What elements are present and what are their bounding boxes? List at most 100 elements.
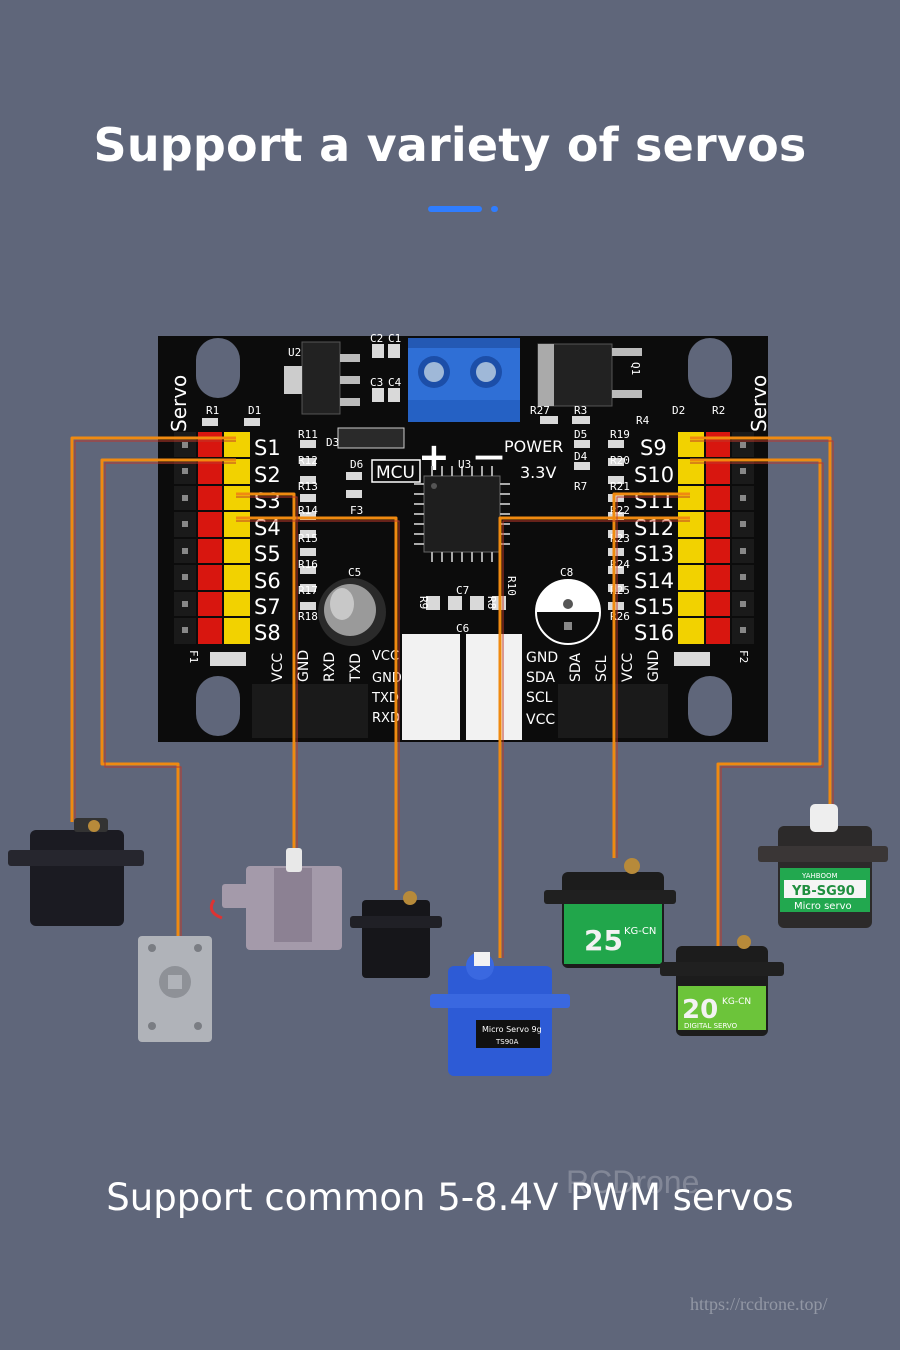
ref-r17: R17 [298, 584, 318, 597]
mount-hole-bottom-left [196, 676, 240, 736]
ref-r13: R13 [298, 480, 318, 493]
ref-q1: Q1 [629, 362, 642, 375]
blue-servo-model: Micro Servo 9g [482, 1025, 542, 1034]
ref-c7: C7 [456, 584, 469, 597]
ref-f3: F3 [350, 504, 363, 517]
side-label-left: Servo [167, 375, 191, 432]
transistor-q1 [537, 343, 642, 407]
terminal-minus-sign: — [474, 439, 504, 474]
ref-r12: R12 [298, 454, 318, 467]
i2c-h-vcc: VCC [620, 653, 636, 682]
servo-black-micro [350, 891, 442, 978]
left-servo-header [174, 432, 250, 644]
ref-d1: D1 [248, 404, 261, 417]
mcu-label: MCU [376, 463, 415, 483]
ref-r10: R10 [505, 576, 518, 596]
uart-pin-labels-secondary: VCC GND TXD RXD [371, 649, 402, 726]
uart2-pin-gnd: GND [372, 671, 402, 686]
ref-c1: C1 [388, 332, 401, 345]
ref-f2: F2 [737, 650, 750, 663]
ref-r1: R1 [206, 404, 219, 417]
yb-model: YB-SG90 [791, 884, 855, 899]
i2c-v-sda: SDA [526, 670, 555, 686]
uart-header [252, 684, 368, 738]
regulator-u2 [284, 341, 360, 415]
i2c-v-gnd: GND [526, 650, 558, 666]
channel-label-s7: S7 [254, 595, 281, 619]
ref-c8: C8 [560, 566, 573, 579]
yb-brand: YAHBOOM [801, 872, 838, 880]
channel-label-s16: S16 [634, 621, 674, 645]
mount-hole-bottom-right [688, 676, 732, 736]
channel-label-s5: S5 [254, 542, 281, 566]
connector-white-right [466, 634, 522, 740]
mcu-chip-u3 [414, 466, 510, 562]
ref-r15: R15 [298, 532, 318, 545]
channel-label-s10: S10 [634, 463, 674, 487]
channel-label-s14: S14 [634, 569, 674, 593]
ref-r21: R21 [610, 480, 630, 493]
i2c-v-vcc: VCC [526, 712, 555, 728]
servo-driver-board: Servo Servo S1 S2 S3 S4 S5 S6 S7 S8 S9 S… [158, 332, 771, 742]
ref-c3: C3 [370, 376, 383, 389]
ref-d2: D2 [672, 404, 685, 417]
yb-desc: Micro servo [794, 901, 852, 912]
i2c-pin-labels-horizontal: SDA SCL VCC GND [568, 650, 662, 682]
accent-bar-dot [491, 206, 498, 212]
green20-model: KG-CN [722, 997, 751, 1007]
ref-r4: R4 [636, 414, 650, 427]
ref-r7: R7 [574, 480, 587, 493]
ref-d3: D3 [326, 436, 339, 449]
ref-r20: R20 [610, 454, 630, 467]
servo-purple-lego [209, 848, 342, 950]
connector-white-left [402, 634, 460, 740]
power-label: POWER [504, 437, 563, 456]
ref-r16: R16 [298, 558, 318, 571]
servo-blue-micro: Micro Servo 9g TS90A [430, 952, 570, 1076]
uart2-pin-rxd: RXD [372, 711, 400, 726]
channel-label-s15: S15 [634, 595, 674, 619]
ref-r11: R11 [298, 428, 318, 441]
capacitor-c8 [535, 579, 601, 645]
capacitor-c5 [318, 578, 386, 646]
ref-c6: C6 [456, 622, 469, 635]
page-title: Support a variety of servos [93, 118, 807, 172]
i2c-h-scl: SCL [594, 655, 610, 682]
uart2-pin-txd: TXD [371, 691, 399, 706]
servo-green-20kg: 20 KG-CN DIGITAL SERVO [660, 935, 784, 1036]
green20-desc: DIGITAL SERVO [684, 1022, 738, 1030]
ref-r27: R27 [530, 404, 550, 417]
green20-number: 20 [682, 995, 718, 1025]
i2c-h-gnd: GND [646, 650, 662, 682]
mount-hole-top-left [196, 338, 240, 398]
green25-number: 25 [584, 924, 623, 957]
i2c-pin-labels-vertical: GND SDA SCL VCC [526, 650, 558, 728]
uart-pin-vcc: VCC [270, 653, 286, 682]
watermark-brand: RCDrone [566, 1164, 700, 1200]
ref-r2: R2 [712, 404, 725, 417]
ref-r9: R9 [417, 596, 430, 609]
ref-r19: R19 [610, 428, 630, 441]
servo-green-25kg: 25 KG-CN [544, 858, 676, 968]
ref-f1: F1 [187, 650, 200, 663]
green25-model: KG-CN [624, 926, 656, 937]
right-servo-header [678, 432, 754, 644]
mount-hole-top-right [688, 338, 732, 398]
power-terminal-block [408, 338, 520, 422]
side-label-right: Servo [747, 375, 771, 432]
ref-r18: R18 [298, 610, 318, 623]
accent-bar-long [428, 206, 482, 212]
voltage-label: 3.3V [520, 463, 556, 482]
ref-r14: R14 [298, 504, 318, 517]
uart-pin-rxd: RXD [322, 652, 338, 682]
servo-grey-lego [138, 936, 212, 1042]
ref-c5: C5 [348, 566, 361, 579]
channel-label-s4: S4 [254, 516, 281, 540]
channel-label-s1: S1 [254, 436, 281, 460]
ref-d5: D5 [574, 428, 587, 441]
ref-u2: U2 [288, 346, 301, 359]
diode-d3 [337, 427, 405, 449]
channel-label-s8: S8 [254, 621, 281, 645]
channel-label-s12: S12 [634, 516, 674, 540]
